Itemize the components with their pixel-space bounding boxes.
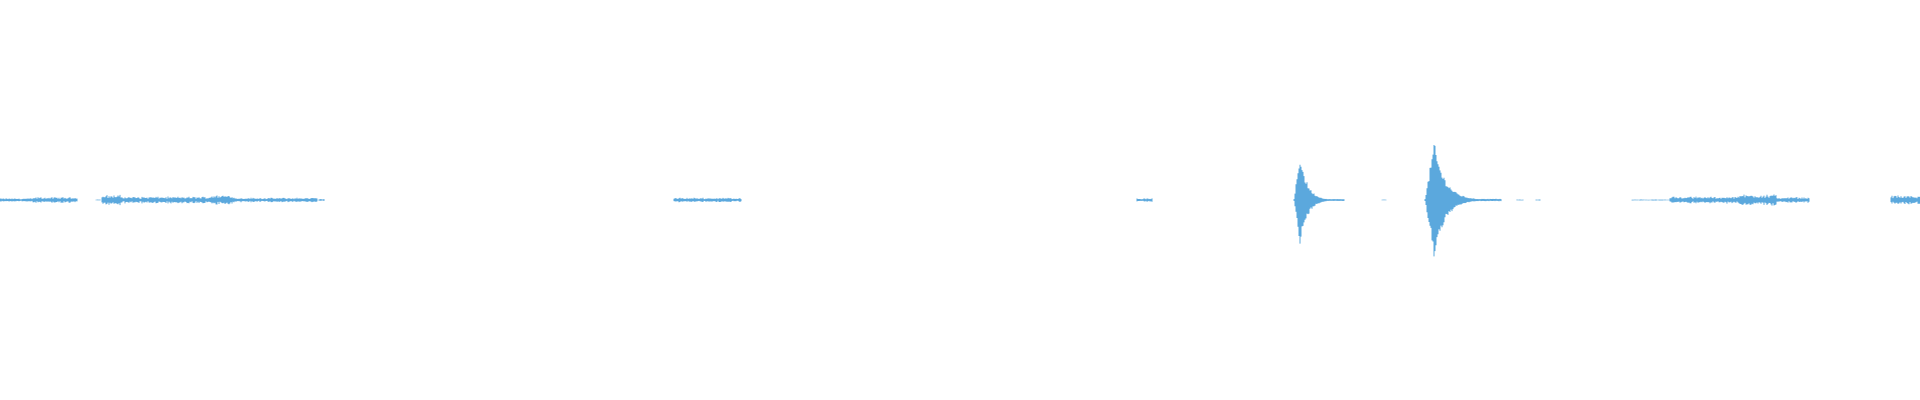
waveform-trace (0, 145, 1920, 257)
